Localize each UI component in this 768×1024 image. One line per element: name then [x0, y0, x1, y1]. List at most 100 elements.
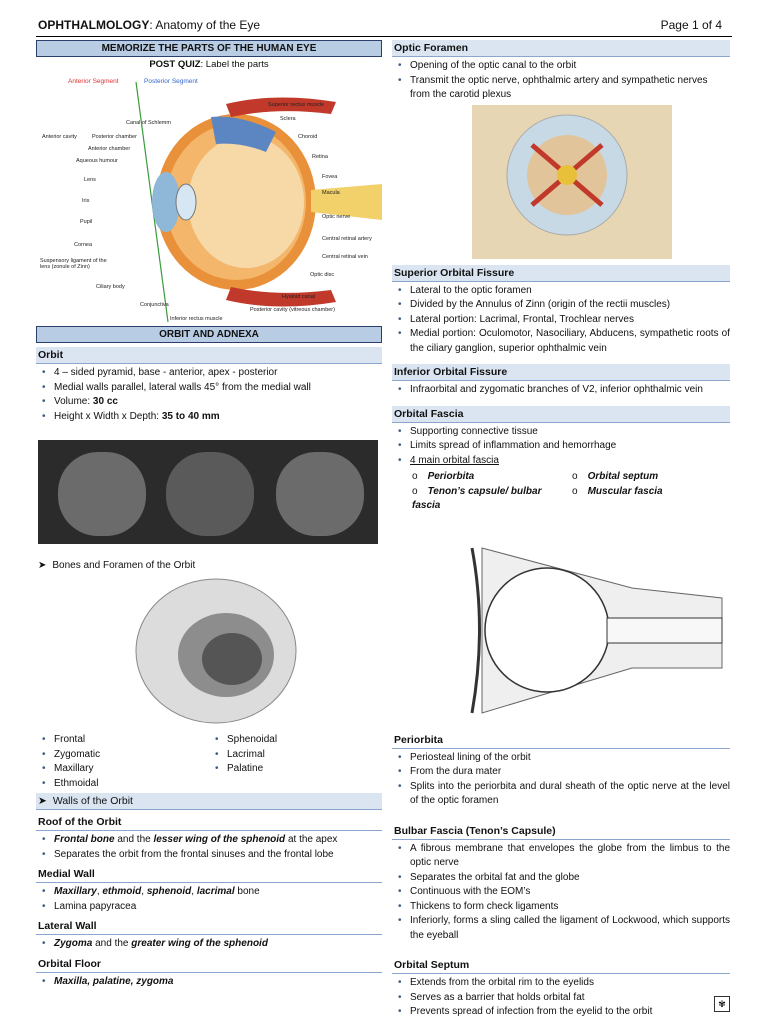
bulbar-heading: Bulbar Fascia (Tenon’s Capsule): [392, 823, 730, 840]
eye-label: Lens: [84, 177, 96, 183]
orbit-list: 4 – sided pyramid, base - anterior, apex…: [36, 366, 382, 424]
fascia-list: Supporting connective tissue Limits spre…: [392, 425, 730, 469]
periorbita-heading: Periorbita: [392, 732, 730, 749]
page-number: Page 1 of 4: [660, 18, 722, 32]
eye-label: Choroid: [298, 134, 318, 140]
quiz-bold: POST QUIZ: [149, 59, 201, 70]
roof-bone-1: Frontal bone: [54, 834, 115, 845]
orbit-volume: Volume: 30 cc: [42, 395, 382, 410]
septum-list: Extends from the orbital rim to the eyel…: [392, 976, 730, 1020]
floor-bones: Maxilla, palatine, zygoma: [54, 975, 174, 987]
sof-item: Medial portion: Oculomotor, Nasociliary,…: [398, 327, 730, 356]
sep: ,: [141, 886, 147, 897]
medial-item: Lamina papyracea: [42, 900, 382, 915]
sep: ,: [96, 886, 103, 897]
orbit-adnexa-bar: ORBIT AND ADNEXA: [36, 326, 382, 343]
iof-list: Infraorbital and zygomatic branches of V…: [392, 383, 730, 398]
orbit-heading: Orbit: [36, 347, 382, 364]
medial-suffix: bone: [234, 886, 260, 897]
lateral-item: Zygoma and the greater wing of the sphen…: [42, 937, 382, 952]
eye-label: Retina: [312, 154, 328, 160]
bone-item: Sphenoidal: [215, 733, 382, 748]
eye-label: Posterior chamber: [92, 134, 137, 140]
memorize-bar: MEMORIZE THE PARTS OF THE HUMAN EYE: [36, 40, 382, 57]
optic-foramen-image: [472, 104, 672, 259]
bone-item: Ethmoidal: [42, 777, 209, 792]
dimensions-value: 35 to 40 mm: [161, 410, 220, 422]
medial-bone: ethmoid: [102, 886, 142, 897]
sof-item: Lateral portion: Lacrimal, Frontal, Troc…: [398, 313, 730, 328]
eye-label: Fovea: [322, 174, 338, 180]
periorbita-item: From the dura mater: [398, 765, 730, 780]
eye-label: Iris: [82, 198, 90, 204]
document-header: OPHTHALMOLOGY: Anatomy of the Eye: [38, 18, 260, 32]
roof-heading: Roof of the Orbit: [36, 814, 382, 831]
optic-foramen-list: Opening of the optic canal to the orbit …: [392, 59, 730, 103]
fascia-heading: Orbital Fascia: [392, 405, 730, 423]
eye-label: Anterior cavity: [42, 134, 77, 140]
eye-label: Optic disc: [310, 272, 335, 278]
logo-icon: ✾: [714, 996, 730, 1012]
septum-heading: Orbital Septum: [392, 957, 730, 974]
ct-scan-3: [276, 452, 364, 536]
roof-bone-2: lesser wing of the sphenoid: [153, 834, 286, 845]
eye-label: Hyaloid canal: [282, 294, 316, 300]
periorbita-list: Periosteal lining of the orbit From the …: [392, 751, 730, 809]
roof-item: Frontal bone and the lesser wing of the …: [42, 833, 382, 848]
sof-list: Lateral to the optic foramen Divided by …: [392, 284, 730, 357]
bone-item: Palatine: [215, 762, 382, 777]
medial-list: Maxillary, ethmoid, sphenoid, lacrimal b…: [36, 885, 382, 914]
fascia-type: Tenon’s capsule/ bulbar fascia: [412, 485, 572, 514]
bulbar-item: Continuous with the EOM’s: [398, 885, 730, 900]
fascia-item-text: 4 main orbital fascia: [410, 454, 499, 466]
lateral-heading: Lateral Wall: [36, 918, 382, 935]
orbit-item: Medial walls parallel, lateral walls 45°…: [42, 381, 382, 396]
floor-list: Maxilla, palatine, zygoma: [36, 975, 382, 990]
orbit-bones-diagram: [36, 571, 382, 731]
periorbita-item: Splits into the periorbita and dural she…: [398, 780, 730, 809]
lateral-bone: greater wing of the sphenoid: [131, 938, 268, 949]
eye-label: Pupil: [80, 219, 93, 225]
eye-label: Aqueous humour: [76, 158, 118, 164]
eye-label: Ciliary body: [96, 284, 125, 290]
iof-heading: Inferior Orbital Fissure: [392, 364, 730, 381]
ct-scan-2: [166, 452, 254, 536]
medial-item: Maxillary, ethmoid, sphenoid, lacrimal b…: [42, 885, 382, 900]
dimensions-label: Height x Width x Depth:: [54, 410, 162, 422]
eye-label: Central retinal artery: [322, 236, 372, 242]
orbit-item: 4 – sided pyramid, base - anterior, apex…: [42, 366, 382, 381]
left-column: MEMORIZE THE PARTS OF THE HUMAN EYE POST…: [36, 40, 382, 991]
floor-item: Maxilla, palatine, zygoma: [42, 975, 382, 990]
fascia-type: Periorbita: [412, 470, 572, 485]
eye-label: Central retinal vein: [322, 254, 368, 260]
fascia-sublist: Periorbita Orbital septum Tenon’s capsul…: [412, 470, 730, 514]
medial-bone: lacrimal: [196, 886, 235, 897]
eye-label: Canal of Schlemm: [126, 120, 171, 126]
post-quiz: POST QUIZ: Label the parts: [36, 59, 382, 70]
eye-label: Sclera: [280, 116, 296, 122]
optic-foramen-illustration: [472, 104, 672, 259]
medial-bone: sphenoid: [146, 886, 192, 897]
volume-label: Volume:: [54, 396, 93, 407]
eye-label: Anterior Segment: [68, 78, 119, 85]
bone-item: Maxillary: [42, 762, 209, 777]
sof-item: Divided by the Annulus of Zinn (origin o…: [398, 298, 730, 313]
lateral-list: Zygoma and the greater wing of the sphen…: [36, 937, 382, 952]
fascia-item: 4 main orbital fascia: [398, 454, 730, 469]
orbital-fascia-illustration: [470, 546, 723, 714]
subject-title: OPHTHALMOLOGY: [38, 18, 150, 32]
fascia-type: Orbital septum: [572, 470, 722, 485]
septum-item: Serves as a barrier that holds orbital f…: [398, 991, 730, 1006]
optic-item: Transmit the optic nerve, ophthalmic art…: [398, 74, 730, 103]
bulbar-item: Separates the orbital fat and the globe: [398, 871, 730, 886]
floor-heading: Orbital Floor: [36, 956, 382, 973]
eye-label: Suspensory ligament of the lens (zonule …: [40, 258, 107, 270]
orbit-dimensions: Height x Width x Depth: 35 to 40 mm: [42, 410, 382, 425]
bulbar-item: Thickens to form check ligaments: [398, 900, 730, 915]
bones-list-1: Frontal Zygomatic Maxillary Ethmoidal: [36, 733, 209, 791]
fascia-item: Supporting connective tissue: [398, 425, 730, 440]
bulbar-item: A fibrous membrane that envelopes the gl…: [398, 842, 730, 871]
eye-label: Posterior Segment: [144, 78, 198, 85]
sof-heading: Superior Orbital Fissure: [392, 264, 730, 282]
iof-item: Infraorbital and zygomatic branches of V…: [398, 383, 730, 398]
